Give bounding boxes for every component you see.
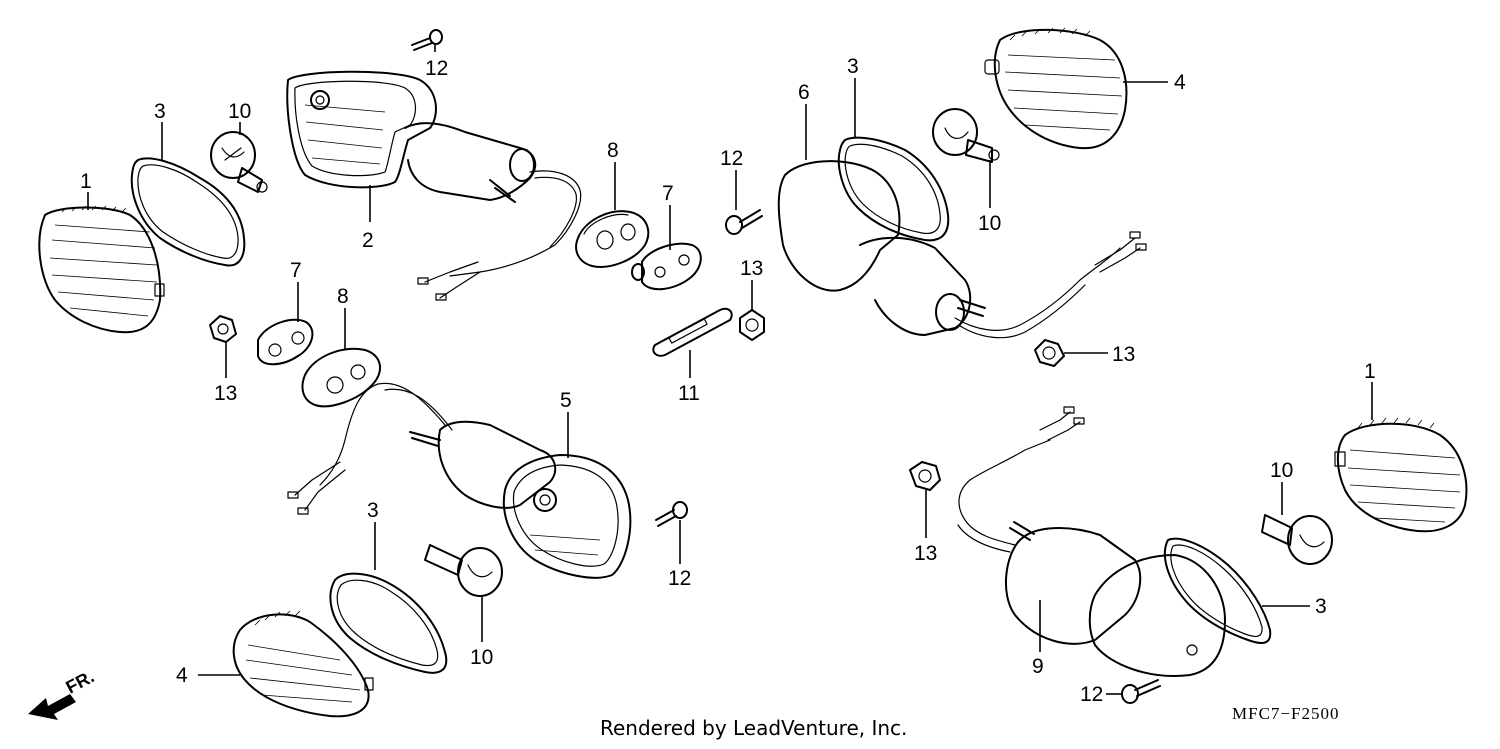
- callout-1: 1: [80, 170, 92, 193]
- callout-12: 12: [425, 57, 448, 80]
- callout-13: 13: [1112, 343, 1135, 366]
- callout-3: 3: [367, 499, 379, 522]
- nut-part-13-middle[interactable]: [739, 309, 765, 341]
- callout-3: 3: [1315, 595, 1327, 618]
- callout-10: 10: [978, 212, 1001, 235]
- front-direction-indicator: FR.: [28, 668, 97, 720]
- gasket-part-3-upper-left[interactable]: [130, 157, 246, 267]
- callout-4: 4: [1174, 71, 1186, 94]
- housing-part-6[interactable]: [777, 160, 1147, 339]
- callout-10: 10: [228, 100, 251, 123]
- plate-part-7-upper[interactable]: [631, 242, 702, 291]
- callout-12: 12: [668, 567, 691, 590]
- callout-7: 7: [662, 182, 674, 205]
- callout-12: 12: [720, 147, 743, 170]
- callout-1: 1: [1364, 360, 1376, 383]
- grommet-part-8-lower[interactable]: [301, 347, 381, 408]
- front-label: FR.: [62, 668, 97, 698]
- callout-3: 3: [154, 100, 166, 123]
- gasket-part-3-lower-right[interactable]: [1163, 537, 1272, 644]
- callout-10: 10: [1270, 459, 1293, 482]
- callout-3: 3: [847, 55, 859, 78]
- gasket-part-3-upper-right[interactable]: [837, 136, 950, 242]
- callout-10: 10: [470, 646, 493, 669]
- lens-part-1-left[interactable]: [38, 205, 165, 334]
- housing-part-9[interactable]: [957, 406, 1226, 677]
- leader-lines: [87, 44, 1373, 695]
- screw-part-12-top[interactable]: [411, 29, 443, 51]
- nut-part-13-right[interactable]: [1034, 339, 1065, 367]
- front-arrow-icon: [28, 694, 76, 720]
- plate-part-7-lower[interactable]: [257, 318, 314, 366]
- callout-2: 2: [362, 229, 374, 252]
- callout-7: 7: [290, 259, 302, 282]
- callout-labels: 1 3 10 2 12 8 7 12 13 11 13 7 8 5 12 3 1…: [80, 55, 1376, 706]
- callout-9: 9: [1032, 655, 1044, 678]
- callout-13: 13: [214, 382, 237, 405]
- bracket-part-11[interactable]: [652, 307, 733, 357]
- credit-text: Rendered by LeadVenture, Inc.: [600, 716, 908, 740]
- lens-part-4-upper-right[interactable]: [984, 27, 1128, 150]
- callout-11: 11: [678, 382, 700, 405]
- callout-5: 5: [560, 389, 572, 412]
- lens-part-1-right[interactable]: [1334, 417, 1468, 533]
- diagram-code: MFC7−F2500: [1232, 704, 1340, 723]
- housing-part-2[interactable]: [286, 70, 582, 301]
- screw-part-12-lower-right[interactable]: [1121, 679, 1161, 704]
- gasket-part-3-lower-left[interactable]: [329, 572, 448, 674]
- screw-part-12-middle[interactable]: [725, 209, 763, 235]
- grommet-part-8-upper[interactable]: [575, 210, 650, 268]
- callout-13: 13: [740, 257, 763, 280]
- screw-part-12-lower-center[interactable]: [655, 501, 688, 527]
- bulb-part-10-lower-left[interactable]: [424, 544, 503, 597]
- callout-13: 13: [914, 542, 937, 565]
- callout-8: 8: [607, 139, 619, 162]
- callout-12: 12: [1080, 683, 1103, 706]
- callout-8: 8: [337, 285, 349, 308]
- bulb-part-10-upper-right[interactable]: [932, 108, 1000, 163]
- housing-part-5[interactable]: [287, 382, 632, 579]
- bulb-part-10-upper-left[interactable]: [210, 131, 268, 193]
- lens-part-4-lower-left[interactable]: [232, 610, 374, 718]
- callout-4: 4: [176, 664, 188, 687]
- callout-6: 6: [798, 81, 810, 104]
- nut-part-13-lower-right[interactable]: [909, 461, 941, 491]
- nut-part-13-left[interactable]: [209, 315, 237, 343]
- bulb-part-10-right[interactable]: [1261, 514, 1333, 565]
